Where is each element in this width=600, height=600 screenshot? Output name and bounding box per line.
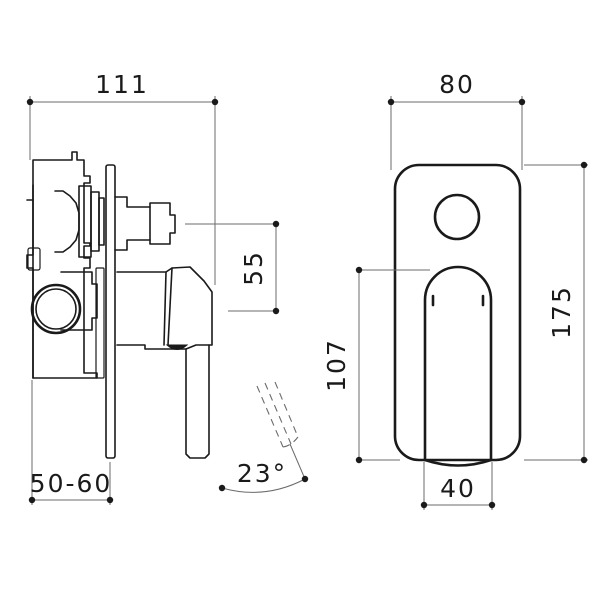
dim-23-degrees [218, 381, 309, 493]
dim-label-80: 80 [439, 70, 475, 99]
cartridge-bonnet [54, 185, 105, 258]
diverter-button-circle [433, 193, 481, 241]
dim-label-50-60: 50-60 [30, 469, 113, 498]
dim-label-23-degrees: 23° [237, 459, 287, 488]
lever-capsule [423, 265, 493, 467]
dim-80 [387, 96, 526, 170]
front-face-view [355, 96, 588, 510]
dim-label-175: 175 [547, 285, 576, 339]
handle-nub [165, 344, 189, 350]
dim-111 [26, 96, 219, 285]
outlet-ring [30, 283, 82, 335]
valve-body-outline [26, 151, 98, 379]
dim-107 [355, 266, 430, 464]
dim-175 [524, 161, 588, 464]
lever-handle-side [116, 266, 213, 350]
dim-label-111: 111 [95, 70, 149, 99]
body-port-rect [27, 247, 41, 271]
dim-40 [420, 462, 496, 510]
dim-label-55: 55 [239, 250, 268, 286]
spindle-stub [114, 196, 176, 251]
dim-50-60 [28, 380, 114, 505]
lower-boss [60, 271, 98, 331]
side-section-view [26, 96, 309, 505]
dim-label-40: 40 [440, 474, 476, 503]
dim-55 [185, 220, 280, 315]
wall-plate-inner-edge [95, 267, 105, 379]
face-plate [393, 163, 522, 462]
wall-plate-edge [105, 164, 116, 459]
dim-label-107: 107 [322, 338, 351, 392]
lever-tail [185, 344, 210, 459]
